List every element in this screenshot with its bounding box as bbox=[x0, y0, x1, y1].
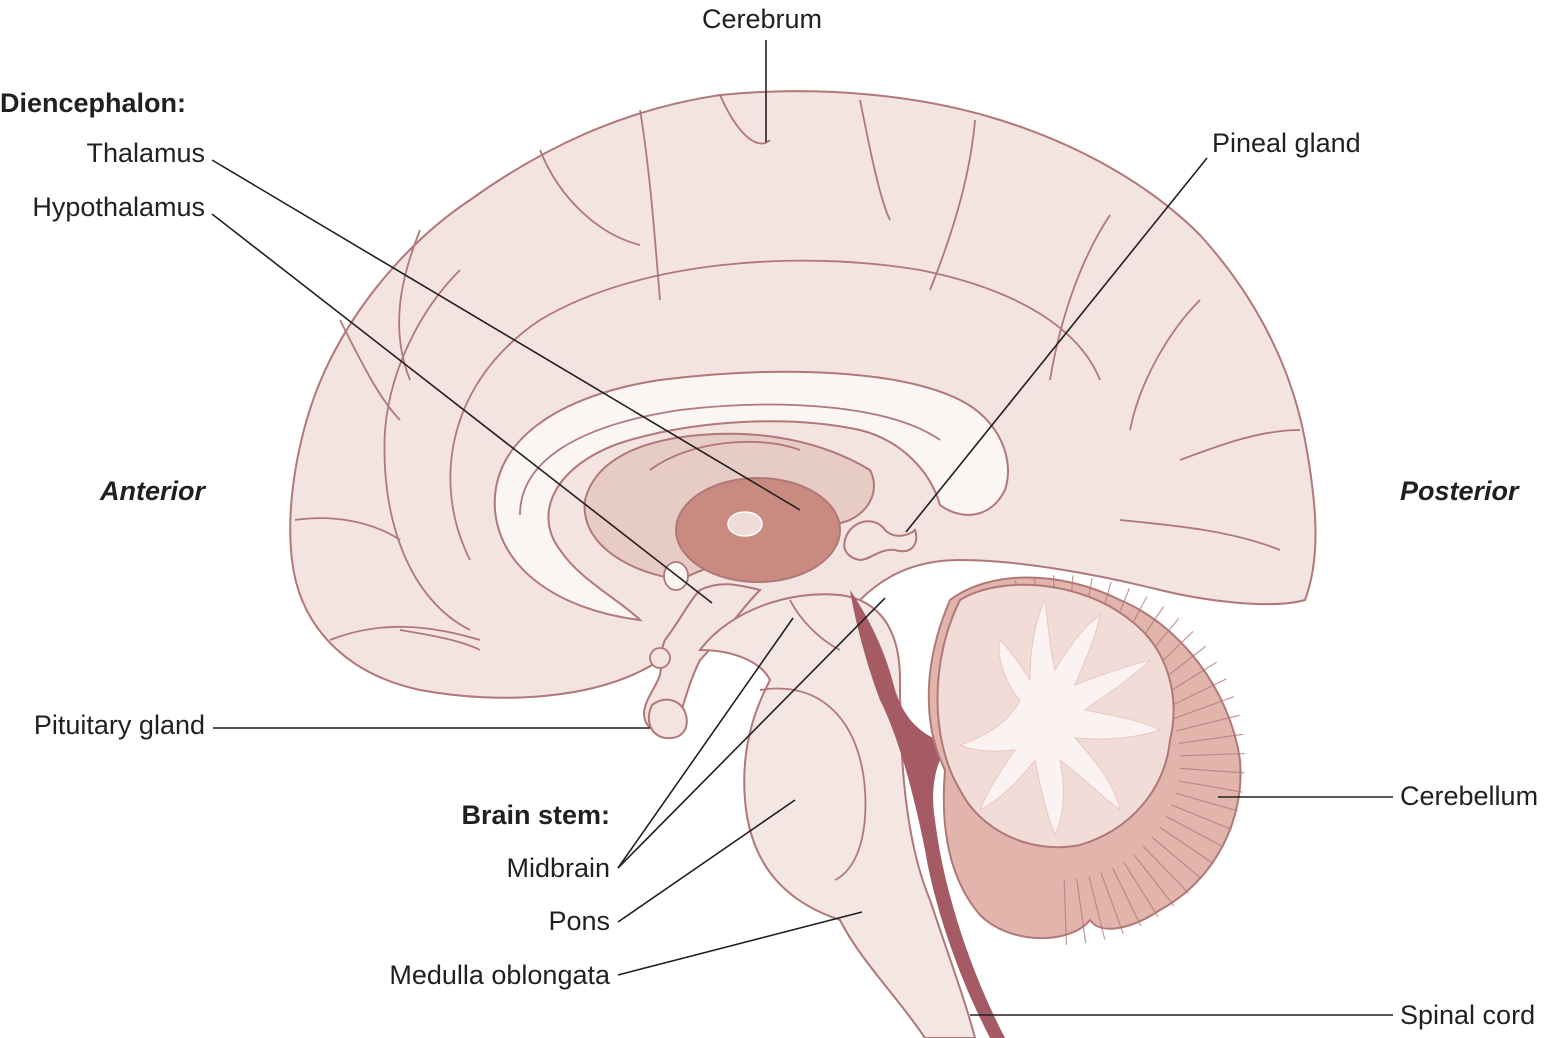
cerebellum-folium-line bbox=[1142, 845, 1189, 894]
cerebrum-fold bbox=[1179, 429, 1301, 461]
pituitary-shape bbox=[647, 698, 688, 740]
cerebellum-folium-line bbox=[1167, 678, 1227, 708]
cerebellum-group bbox=[927, 575, 1245, 945]
cerebrum-fold bbox=[1049, 214, 1111, 381]
cerebrum-fold bbox=[294, 517, 401, 541]
cerebrum-fold bbox=[399, 629, 481, 651]
midbrain-boundary bbox=[789, 599, 841, 651]
label-pons: Pons bbox=[548, 906, 610, 936]
cerebrum-fold bbox=[859, 99, 891, 221]
cerebellum-folium-line bbox=[1076, 878, 1087, 944]
cerebellum-folium-line bbox=[1159, 826, 1214, 864]
cerebellum-folium-line bbox=[1178, 780, 1243, 793]
label-pineal-gland: Pineal gland bbox=[1212, 128, 1361, 158]
label-posterior: Posterior bbox=[1400, 476, 1520, 506]
label-pituitary-gland: Pituitary gland bbox=[34, 710, 205, 740]
label-cerebrum: Cerebrum bbox=[702, 4, 822, 34]
leader-midbrain-2 bbox=[617, 597, 886, 869]
arbor-vitae bbox=[958, 598, 1162, 837]
optic-chiasm bbox=[649, 647, 671, 669]
cingulate-gyrus bbox=[449, 259, 1101, 561]
cerebrum-fold bbox=[329, 625, 481, 641]
cerebrum-fold bbox=[1119, 519, 1281, 551]
cerebrum-fold bbox=[719, 94, 771, 145]
cerebellum-folium-line bbox=[1178, 733, 1244, 744]
cerebellum-folium-line bbox=[1151, 836, 1203, 880]
cerebellum-folium-line bbox=[1063, 879, 1068, 945]
leader-hypothalamus bbox=[211, 213, 713, 604]
leader-medulla bbox=[617, 911, 863, 976]
fornix bbox=[649, 440, 801, 471]
label-midbrain: Midbrain bbox=[506, 853, 610, 883]
cerebellum-folium-line bbox=[1176, 714, 1240, 732]
cerebellum-folium-line bbox=[1165, 815, 1224, 848]
cerebellum-folium-line bbox=[1112, 867, 1142, 927]
label-brain-stem-header: Brain stem: bbox=[461, 800, 610, 830]
pons-bulge bbox=[759, 687, 867, 881]
cerebellum-folium-line bbox=[1123, 861, 1159, 918]
label-thalamus: Thalamus bbox=[86, 138, 205, 168]
cerebrum-fold bbox=[339, 319, 401, 421]
leader-pineal bbox=[905, 157, 1208, 533]
label-spinal-cord: Spinal cord bbox=[1400, 1000, 1535, 1030]
cerebellum-folium-line bbox=[1088, 876, 1106, 940]
cerebrum-fold bbox=[929, 119, 976, 291]
cerebellum-folium-line bbox=[1172, 696, 1235, 720]
label-medulla-oblongata: Medulla oblongata bbox=[389, 960, 611, 990]
leader-thalamus bbox=[211, 159, 801, 511]
cerebellum-folium-line bbox=[1171, 804, 1232, 830]
fourth-ventricle bbox=[850, 590, 1005, 1038]
cerebrum-fold bbox=[383, 269, 471, 631]
cerebellum-folium-line bbox=[1100, 872, 1124, 935]
cerebellum-folium-line bbox=[1175, 792, 1238, 812]
cerebrum-fold bbox=[1129, 299, 1201, 431]
leader-midbrain-1 bbox=[617, 617, 794, 869]
leader-pons bbox=[617, 799, 796, 923]
cerebrum-fold bbox=[539, 149, 641, 246]
interthalamic-adhesion bbox=[727, 511, 763, 537]
cerebellum-folium-line bbox=[1133, 854, 1175, 907]
cerebellum-folium-line bbox=[1179, 752, 1245, 757]
label-anterior: Anterior bbox=[99, 476, 207, 506]
label-hypothalamus: Hypothalamus bbox=[32, 192, 205, 222]
pineal-shape bbox=[843, 520, 918, 562]
label-cerebellum: Cerebellum bbox=[1400, 781, 1538, 811]
label-diencephalon-header: Diencephalon: bbox=[0, 88, 186, 118]
cerebellum-folium-line bbox=[1179, 767, 1245, 774]
cerebrum-fold bbox=[639, 109, 661, 301]
